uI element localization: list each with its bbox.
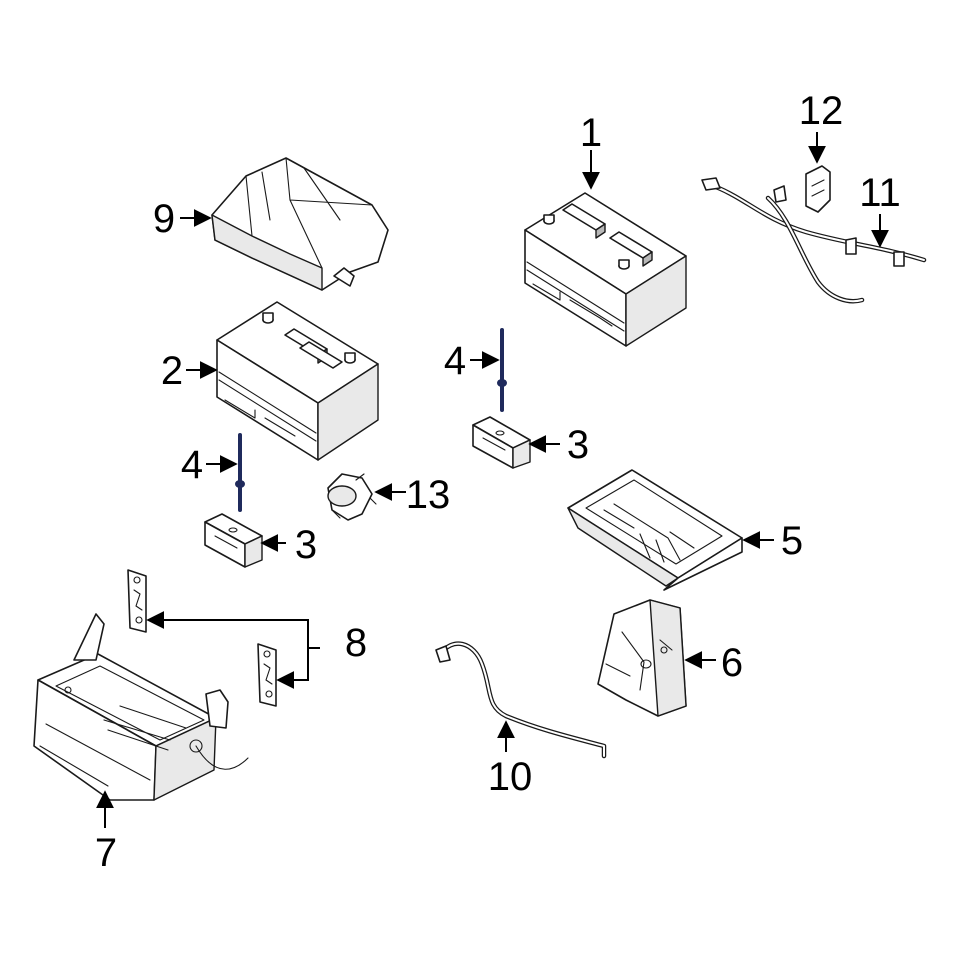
callout-numbers: 1 2 3 3 4 4 5 6 7 8 9 10 11 12 13: [95, 89, 901, 875]
callout-3-right: 3: [567, 423, 589, 467]
leader-8a: [146, 611, 320, 649]
callout-2: 2: [161, 349, 183, 393]
callout-12: 12: [799, 89, 844, 133]
tray-bracket: [597, 599, 687, 717]
leader-lines: [96, 132, 889, 828]
battery-tray: [567, 469, 743, 591]
hold-down-rod-right: [497, 328, 507, 412]
callout-4-left: 4: [181, 443, 203, 487]
wiring-harness: [701, 177, 927, 304]
harness-clip: [805, 165, 831, 213]
mount-bracket-upper: [127, 569, 147, 633]
hold-down-rod-left: [235, 433, 245, 512]
callout-9: 9: [153, 197, 175, 241]
callout-11: 11: [859, 171, 901, 215]
lower-battery-box: [33, 613, 249, 801]
callout-7: 7: [95, 831, 117, 875]
callout-1: 1: [580, 111, 602, 155]
battery-right: [524, 192, 687, 347]
callout-10: 10: [488, 755, 533, 799]
callout-13: 13: [406, 473, 451, 517]
leader-8b: [276, 648, 309, 689]
battery-left: [216, 301, 379, 461]
battery-cover: [211, 157, 389, 291]
callout-4-right: 4: [444, 339, 466, 383]
clamp-right: [472, 416, 531, 469]
callout-6: 6: [721, 641, 743, 685]
callout-8: 8: [345, 621, 367, 665]
mount-bracket-lower: [257, 643, 277, 707]
clamp-left: [204, 513, 263, 568]
callout-3-left: 3: [295, 523, 317, 567]
fitting: [327, 473, 377, 521]
callout-5: 5: [781, 519, 803, 563]
battery-cable-lower: [435, 641, 607, 759]
